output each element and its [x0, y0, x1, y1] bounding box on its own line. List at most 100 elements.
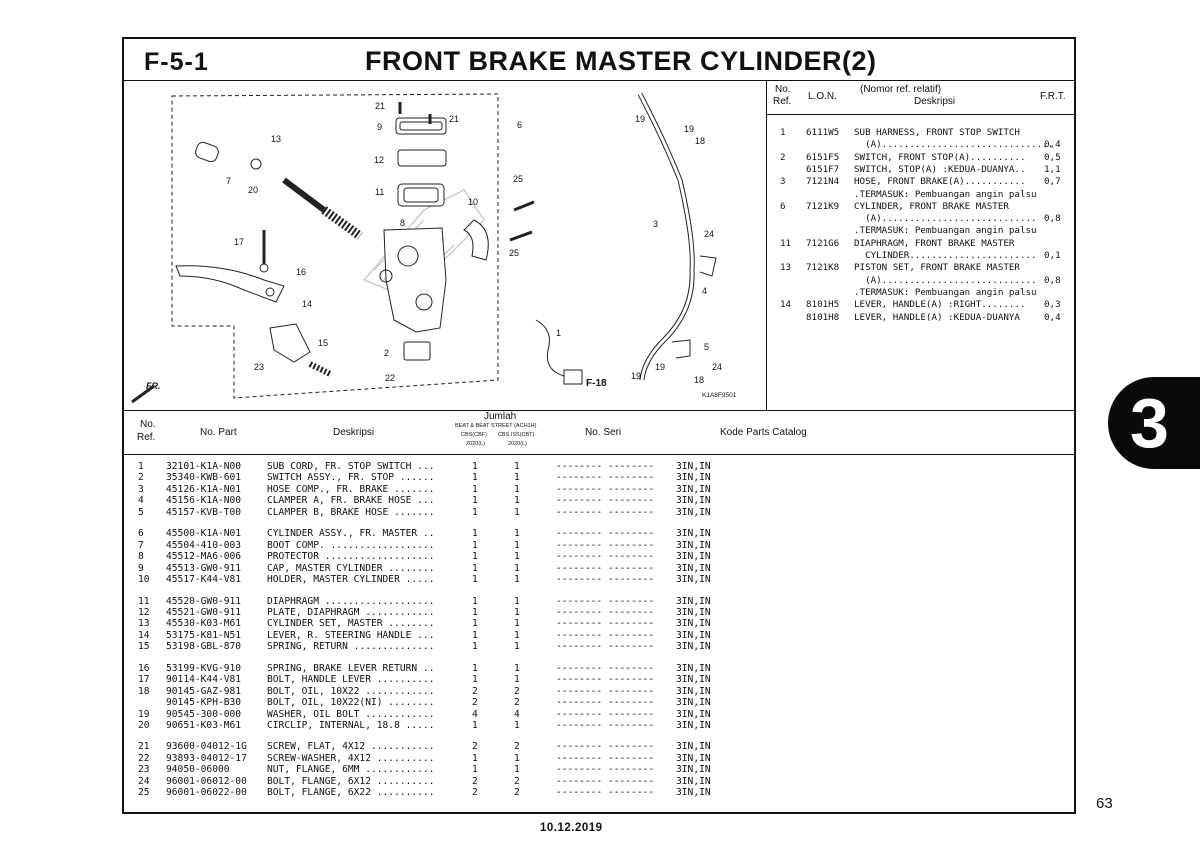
master-cylinder-body	[383, 227, 447, 333]
ref-col-lon: L.O.N.	[808, 91, 837, 102]
part-desc: CYLINDER SET, MASTER ........	[267, 618, 435, 630]
ref-desc: SWITCH, STOP(A) :KEDUA-DUANYA..	[854, 163, 1026, 175]
part-serial: -------- --------	[556, 551, 655, 563]
ref-lon: 7121K9	[806, 200, 840, 212]
ref-no: 1	[780, 127, 786, 138]
diaphragm-part	[397, 183, 445, 207]
part-qty-cbs-iss: 1	[514, 764, 520, 776]
part-number: 93893-04012-17	[166, 752, 247, 764]
part-number: 45126-K1A-N01	[166, 483, 242, 495]
part-number: 45521-GW0-911	[166, 606, 242, 618]
parts-col-no: No.	[140, 419, 156, 430]
part-qty-cbs: 1	[472, 539, 478, 551]
ref-desc: SUB HARNESS, FRONT STOP SWITCH	[854, 127, 1020, 138]
ref-lon: 6151F5	[806, 151, 840, 163]
callout-16: 16	[296, 267, 306, 277]
callout-15: 15	[318, 338, 328, 348]
part-qty-cbs-iss: 1	[514, 495, 520, 507]
part-desc: SCREW-WASHER, 4X12 ..........	[267, 752, 435, 764]
part-serial: -------- --------	[556, 674, 655, 686]
switch-part	[403, 341, 431, 361]
ref-lon: 7121N4	[806, 176, 840, 188]
ref-table-row: CYLINDER.......................0,1	[766, 250, 1076, 262]
part-ref: 12	[138, 606, 150, 618]
part-serial: -------- --------	[556, 720, 655, 731]
part-serial: -------- --------	[556, 741, 655, 753]
ref-table-row: (A)............................0,8	[766, 213, 1076, 225]
callout-2: 2	[384, 348, 389, 358]
part-qty-cbs: 1	[472, 629, 478, 641]
part-catalog-code: 3IN,IN	[676, 606, 711, 618]
part-serial: -------- --------	[556, 685, 655, 697]
part-qty-cbs: 1	[472, 764, 478, 776]
parts-header-divider	[124, 454, 1074, 455]
ref-col-no: No.	[775, 84, 791, 95]
part-qty-cbs-iss: 1	[514, 539, 520, 551]
part-serial: -------- --------	[556, 787, 655, 799]
part-serial: -------- --------	[556, 764, 655, 776]
piston-part	[282, 177, 326, 213]
part-qty-cbs: 2	[472, 775, 478, 787]
part-desc: CYLINDER ASSY., FR. MASTER ..	[267, 528, 435, 540]
part-ref: 2	[138, 472, 144, 484]
parts-year2-label: 2020(L)	[508, 441, 527, 447]
callout-11: 11	[375, 187, 384, 197]
part-number: 90651-K03-M61	[166, 720, 242, 731]
part-desc: CLAMPER B, BRAKE HOSE .......	[267, 506, 435, 518]
ref-no: 13	[780, 262, 792, 274]
part-number: 45512-MA6-006	[166, 551, 242, 563]
part-qty-cbs: 1	[472, 606, 478, 618]
part-serial: -------- --------	[556, 641, 655, 653]
part-number: 96001-06012-00	[166, 775, 247, 787]
part-qty-cbs: 1	[472, 551, 478, 563]
part-desc: DIAPHRAGM ...................	[267, 595, 435, 607]
part-ref: 4	[138, 495, 144, 507]
part-desc: LEVER, R. STEERING HANDLE ...	[267, 629, 435, 641]
part-desc: BOLT, FLANGE, 6X12 ..........	[267, 775, 435, 787]
part-number: 90114-K44-V81	[166, 674, 242, 686]
part-qty-cbs: 2	[472, 741, 478, 753]
part-desc: BOLT, OIL, 10X22(NI) ........	[267, 697, 435, 709]
ref-table-row: (A)............................0,8	[766, 275, 1076, 287]
part-number: 45500-K1A-N01	[166, 528, 242, 540]
part-ref: 24	[138, 775, 150, 787]
part-serial: -------- --------	[556, 539, 655, 551]
part-qty-cbs: 1	[472, 472, 478, 484]
ref-desc: HOSE, FRONT BRAKE(A)...........	[854, 176, 1026, 188]
diagram-divider	[766, 80, 767, 410]
ref-header-divider	[766, 114, 1074, 115]
part-desc: BOLT, OIL, 10X22 ............	[267, 685, 435, 697]
ref-desc: (A)............................	[854, 213, 1037, 225]
part-desc: HOLDER, MASTER CYLINDER .....	[267, 574, 435, 586]
part-qty-cbs: 2	[472, 697, 478, 709]
callout-13: 13	[271, 134, 281, 144]
part-ref: 6	[138, 528, 144, 540]
ref-desc: (A)...............................	[854, 139, 1054, 151]
ref-lon: 8101H5	[806, 299, 840, 311]
part-catalog-code: 3IN,IN	[676, 741, 711, 753]
part-catalog-code: 3IN,IN	[676, 595, 711, 607]
part-qty-cbs-iss: 1	[514, 618, 520, 630]
part-number: 45513-GW0-911	[166, 562, 242, 574]
table-row: 6 45500-K1A-N01 CYLINDER ASSY., FR. MASTER…	[124, 528, 824, 539]
part-qty-cbs: 1	[472, 483, 478, 495]
part-catalog-code: 3IN,IN	[676, 483, 711, 495]
ref-no: 2	[780, 151, 786, 163]
part-qty-cbs: 1	[472, 506, 478, 518]
holder-part	[463, 219, 489, 261]
part-qty-cbs-iss: 1	[514, 720, 520, 731]
part-serial: -------- --------	[556, 595, 655, 607]
part-qty-cbs-iss: 1	[514, 641, 520, 653]
clamp-part	[269, 323, 311, 363]
part-qty-cbs: 1	[472, 562, 478, 574]
